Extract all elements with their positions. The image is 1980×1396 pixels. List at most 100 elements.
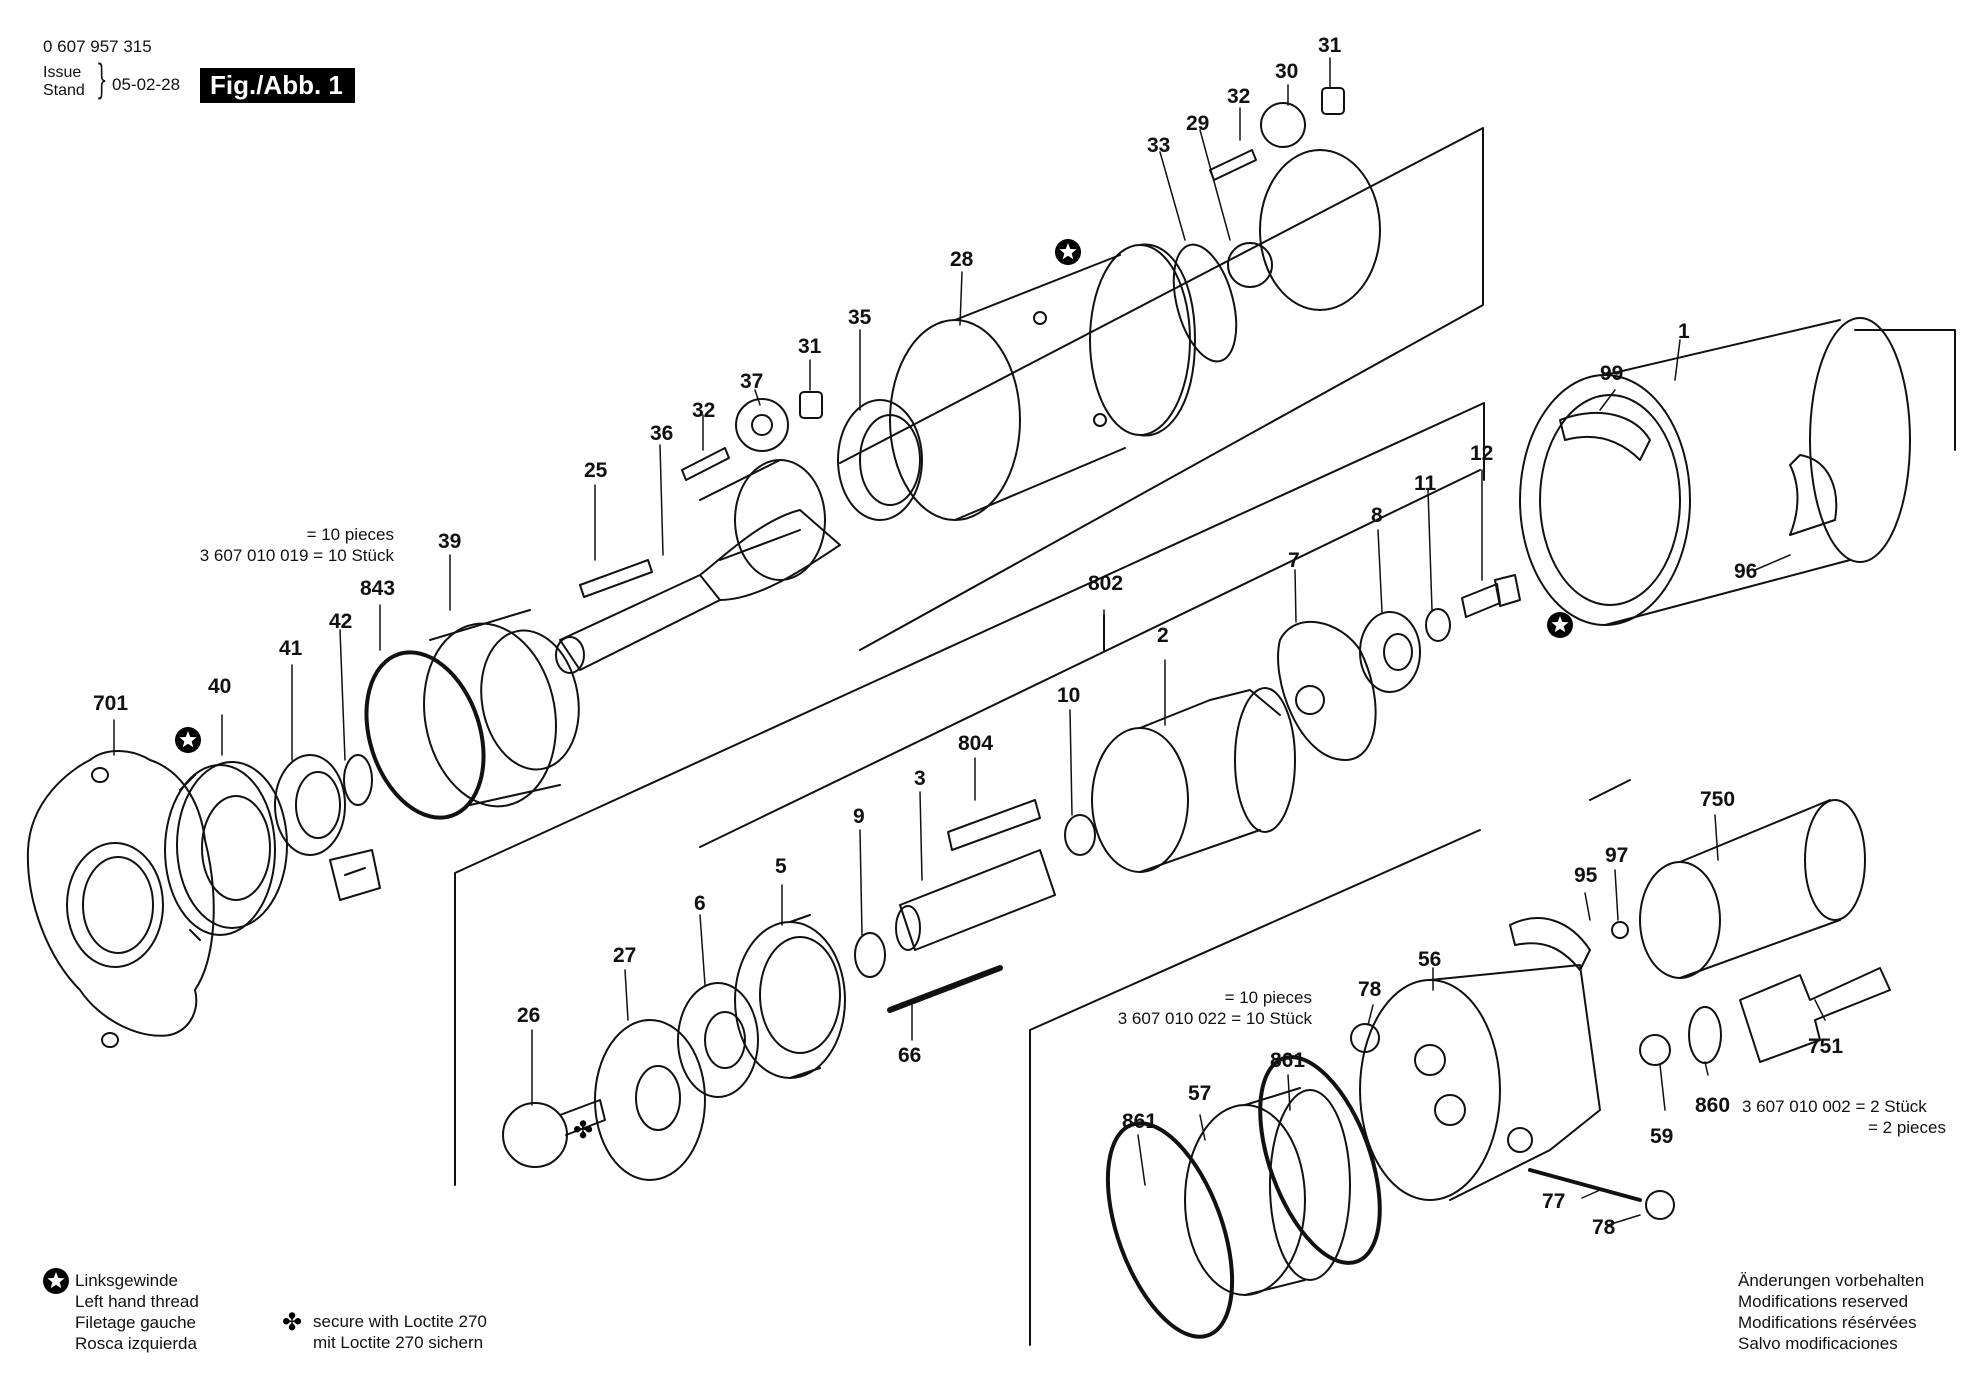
- issue-stand-labels: Issue Stand: [43, 64, 85, 100]
- part-31-small-gear-lower: [799, 391, 823, 419]
- label-part: 25: [584, 459, 608, 482]
- label-part: 11: [1414, 472, 1437, 495]
- part-750-muffler: [1639, 799, 1866, 979]
- label-part: 32: [692, 399, 715, 422]
- brace-glyph: }: [96, 57, 108, 103]
- left-thread-marker-40: [175, 727, 201, 753]
- frame-upper: [839, 127, 1484, 651]
- part-66-pin: [887, 965, 1003, 1013]
- issue-label: Issue: [43, 64, 82, 81]
- stand-label: Stand: [43, 82, 85, 99]
- note-860-stueck: 3 607 010 002 = 2 Stück: [1742, 1097, 1927, 1116]
- label-part: 33: [1147, 134, 1170, 157]
- part-31-small-gear-upper: [1321, 87, 1345, 115]
- part-2-cylinder: [1091, 687, 1296, 873]
- part-11-washer: [1425, 608, 1451, 642]
- part-843-o-ring: [364, 650, 486, 820]
- label-part: 29: [1186, 112, 1209, 135]
- label-part: 27: [613, 944, 636, 967]
- part-1-motor-housing: [1519, 317, 1911, 626]
- clover-icon: ✤: [282, 1309, 302, 1336]
- part-36-planet-carrier: [699, 459, 826, 581]
- part-861-o-ring-inner: [1258, 1055, 1382, 1265]
- part-7-end-plate: [1277, 621, 1377, 761]
- part-97-clip: [1611, 921, 1629, 939]
- part-10-washer: [1064, 814, 1096, 856]
- part-701-flange: [26, 750, 215, 1048]
- label-part: 36: [650, 422, 673, 445]
- frame-housing: [1854, 329, 1956, 451]
- part-27-shim: [594, 1019, 706, 1181]
- label-part: 42: [329, 610, 352, 633]
- label-part: 78: [1592, 1216, 1616, 1239]
- label-part: 10: [1057, 684, 1080, 707]
- legend-line: Rosca izquierda: [75, 1334, 197, 1353]
- part-3-rotor: [895, 849, 1056, 951]
- label-part: 804: [958, 732, 993, 755]
- part-39-bearing-housing: [423, 609, 580, 808]
- part-28-gear-housing: [889, 243, 1196, 521]
- label-part: 37: [740, 370, 763, 393]
- legend-line: secure with Loctite 270: [313, 1312, 487, 1331]
- legend-loctite: secure with Loctite 270 mit Loctite 270 …: [283, 1311, 487, 1353]
- label-part: 2: [1157, 624, 1169, 647]
- part-29-planet-carrier: [1227, 149, 1381, 311]
- note-860-pieces: = 2 pieces: [1868, 1118, 1946, 1137]
- part-99-label: [1559, 412, 1651, 461]
- legend-line: Left hand thread: [75, 1292, 199, 1311]
- label-part: 750: [1700, 788, 1735, 811]
- part-751-hose-nipple: [1739, 967, 1891, 1063]
- part-78-plug-upper: [1350, 1023, 1380, 1053]
- label-part: 57: [1188, 1082, 1211, 1105]
- part-41-bearing: [274, 754, 346, 856]
- note-843-stueck: 3 607 010 019 = 10 Stück: [200, 546, 395, 565]
- note-861-stueck: 3 607 010 022 = 10 Stück: [1118, 1009, 1313, 1028]
- part-78-plug-lower: [1645, 1190, 1675, 1220]
- label-part: 6: [694, 892, 706, 915]
- label-part: 59: [1650, 1125, 1673, 1148]
- label-part: 860: [1695, 1094, 1730, 1117]
- part-40-thread-ring: [164, 761, 288, 941]
- label-part: 56: [1418, 948, 1441, 971]
- label-part: 7: [1288, 549, 1300, 572]
- part-56-end-cap: [1359, 964, 1601, 1201]
- label-part: 99: [1600, 362, 1623, 385]
- legend-line: Modifications résérvées: [1738, 1313, 1917, 1332]
- label-part: 861: [1270, 1049, 1305, 1072]
- label-part: 32: [1227, 85, 1250, 108]
- label-part: 31: [1318, 34, 1342, 57]
- label-part: 1: [1678, 320, 1690, 343]
- label-part: 28: [950, 248, 974, 271]
- document-number: 0 607 957 315: [43, 37, 152, 56]
- note-843-pieces: = 10 pieces: [307, 525, 394, 544]
- label-part: 802: [1088, 572, 1123, 595]
- part-59-filter: [1639, 1034, 1671, 1066]
- left-thread-marker-1: [1547, 612, 1573, 638]
- label-part: 751: [1808, 1035, 1843, 1058]
- label-part: 39: [438, 530, 461, 553]
- legend-line: Modifications reserved: [1738, 1292, 1909, 1311]
- label-part: 97: [1605, 844, 1628, 867]
- label-part: 3: [914, 767, 926, 790]
- part-95-label: [1509, 917, 1591, 971]
- part-861-o-ring-outer: [1105, 1121, 1235, 1339]
- part-37-gear: [735, 398, 789, 452]
- label-part: 40: [208, 675, 231, 698]
- leader-lines: [113, 57, 1826, 1226]
- part-9-washer: [854, 932, 886, 978]
- label-part: 701: [93, 692, 128, 715]
- label-part: 12: [1470, 442, 1493, 465]
- loctite-marker-26: ✤: [573, 1117, 593, 1144]
- label-part: 35: [848, 306, 872, 329]
- label-part: 95: [1574, 864, 1598, 887]
- part-36-spindle: [555, 509, 841, 674]
- part-26-pinion: [502, 1099, 606, 1168]
- part-77-valve: [1528, 1168, 1642, 1202]
- frame-motor: [454, 402, 1485, 1186]
- part-860-seal: [1688, 1006, 1722, 1064]
- label-part: 843: [360, 577, 395, 600]
- part-25-key: [579, 559, 653, 598]
- legend-line: Änderungen vorbehalten: [1738, 1271, 1925, 1290]
- note-861-pieces: = 10 pieces: [1225, 988, 1312, 1007]
